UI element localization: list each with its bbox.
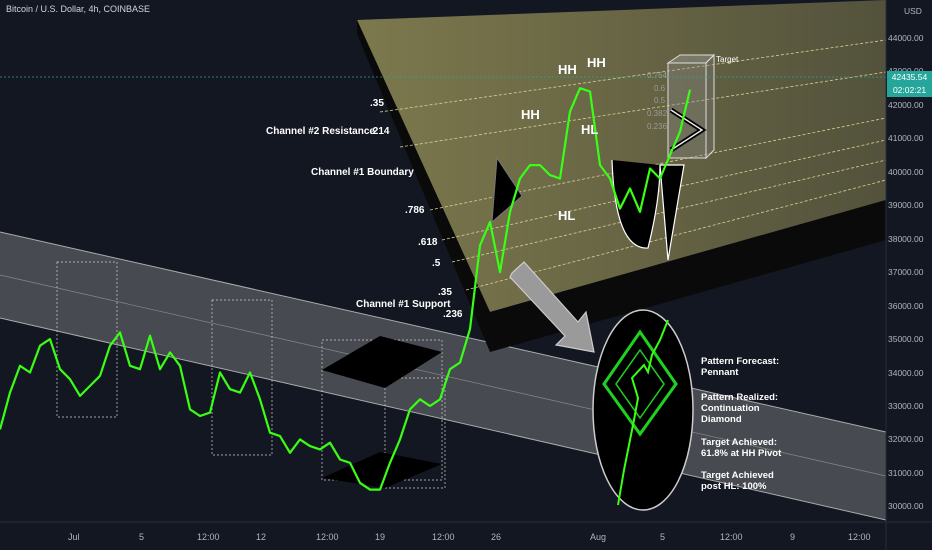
hh-label: HH xyxy=(521,107,540,122)
arrow-icon xyxy=(509,261,595,353)
channel-2-fill xyxy=(357,0,886,312)
channel-2-resistance-label: Channel #2 Resistance xyxy=(266,126,375,137)
time-tick: 12:00 xyxy=(720,532,743,542)
diamond-outer-icon xyxy=(602,329,678,437)
price-tick: 40000.00 xyxy=(888,166,924,177)
countdown-badge: 02:02:21 xyxy=(887,84,932,97)
box-fib-label: 0.764 xyxy=(647,71,668,80)
target-achieved-title: Target Achieved: xyxy=(701,437,778,448)
time-tick: 12:00 xyxy=(848,532,871,542)
hh-label: HH xyxy=(558,62,577,77)
target-label: Target xyxy=(716,55,739,64)
pattern-forecast-value: Pennant xyxy=(701,367,739,378)
time-tick: 12 xyxy=(256,532,267,542)
current-price-badge: 42435.54 xyxy=(887,71,932,84)
price-tick: 42000.00 xyxy=(888,99,924,110)
time-tick: 12:00 xyxy=(316,532,339,542)
diamond-inset-ellipse xyxy=(592,309,694,511)
dark-box-bottom xyxy=(322,452,442,488)
chart-title: Bitcoin / U.S. Dollar, 4h, COINBASE xyxy=(6,4,151,14)
price-tick: 34000.00 xyxy=(888,367,924,378)
price-axis-unit: USD xyxy=(904,6,922,16)
pattern-realized-line: Diamond xyxy=(701,414,742,425)
fib-label: .214 xyxy=(370,126,390,137)
pattern-realized-line: Continuation xyxy=(701,403,760,414)
fib-label: .35 xyxy=(370,98,384,109)
price-tick: 37000.00 xyxy=(888,267,924,278)
price-tick: 39000.00 xyxy=(888,200,924,211)
channel-2-floor xyxy=(490,200,886,352)
target-box-side xyxy=(705,53,715,160)
time-tick: 26 xyxy=(491,532,502,542)
time-tick: Jul xyxy=(68,532,80,542)
pattern-forecast-title: Pattern Forecast: xyxy=(701,356,780,367)
channel-1-support-label: Channel #1 Support xyxy=(356,299,451,310)
fib-label: .35 xyxy=(438,287,452,298)
dark-box-top xyxy=(322,336,442,388)
fib-label: .236 xyxy=(443,309,463,320)
time-tick: 12:00 xyxy=(197,532,220,542)
fib-label: .786 xyxy=(405,205,425,216)
time-tick: 12:00 xyxy=(432,532,455,542)
price-line xyxy=(0,87,692,491)
time-tick: 19 xyxy=(375,532,386,542)
fib-label: .5 xyxy=(432,258,441,269)
fib-label: .618 xyxy=(418,237,438,248)
spike-shape xyxy=(659,164,685,261)
time-tick: 5 xyxy=(139,532,145,542)
channel-2-shadow xyxy=(357,20,490,352)
post-target-value: post HL: 100% xyxy=(701,481,767,492)
time-tick: 5 xyxy=(660,532,666,542)
price-tick: 30000.00 xyxy=(888,501,924,512)
box-fib-label: 0.236 xyxy=(647,122,668,131)
price-tick: 44000.00 xyxy=(888,33,924,43)
price-tick: 36000.00 xyxy=(888,300,924,311)
diamond-inner-icon xyxy=(615,348,665,420)
pattern-realized-title: Pattern Realized: xyxy=(701,392,779,403)
time-tick: 9 xyxy=(790,532,796,542)
channel-1-boundary-label: Channel #1 Boundary xyxy=(311,167,414,178)
target-achieved-value: 61.8% at HH Pivot xyxy=(701,448,782,459)
box-fib-label: 0.5 xyxy=(654,96,666,105)
channel-1-mid-line xyxy=(0,274,886,477)
price-tick: 33000.00 xyxy=(888,400,924,411)
channel-1-bottom-line xyxy=(0,317,886,521)
time-tick: Aug xyxy=(590,532,607,542)
price-tick: 41000.00 xyxy=(888,133,924,144)
box-fib-label: 0.382 xyxy=(647,109,668,118)
hh-label: HH xyxy=(587,55,606,70)
hl-label: HL xyxy=(558,208,576,223)
channel-1-top-line xyxy=(0,231,886,433)
post-target-title: Target Achieved xyxy=(701,470,774,481)
price-tick: 32000.00 xyxy=(888,434,924,445)
price-tick: 31000.00 xyxy=(888,467,924,478)
box-fib-label: 0.6 xyxy=(654,84,666,93)
price-tick: 38000.00 xyxy=(888,233,924,244)
pennant-shape xyxy=(491,156,523,224)
price-tick: 35000.00 xyxy=(888,334,924,345)
diamond-price-path xyxy=(617,319,669,506)
hl-label: HL xyxy=(581,122,599,137)
